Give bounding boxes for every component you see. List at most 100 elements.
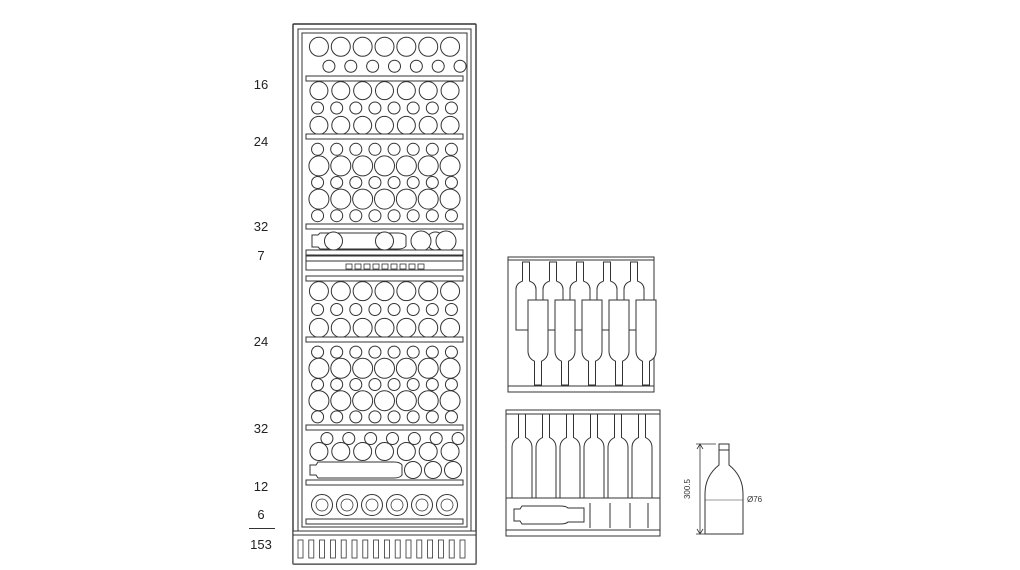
- bottle-end-circle: [368, 410, 382, 424]
- bottle-end-circle: [425, 209, 439, 223]
- side-view-upper-zone: [507, 256, 657, 393]
- bottle-end-circle: [309, 81, 329, 101]
- bottle-end-circle: [330, 410, 344, 424]
- bottle-end-circle: [311, 345, 325, 359]
- bottle-end-circle: [352, 317, 373, 338]
- bottle-end-circle: [368, 101, 382, 115]
- bottle-end-circle: [440, 81, 460, 101]
- shelf-count-label: 7: [257, 248, 265, 263]
- grille-slot: [351, 539, 358, 559]
- ventilation-grille: [297, 539, 466, 559]
- bottle-end-circle: [387, 345, 401, 359]
- bottle-end-circle: [406, 345, 420, 359]
- bottle-end-circle: [368, 378, 382, 391]
- bottle-end-circle: [308, 155, 330, 177]
- bottle-end-circle: [444, 209, 458, 223]
- bottle-end-circle: [311, 101, 325, 115]
- bottle-end-circle: [440, 442, 460, 461]
- bottle-end-circle: [396, 81, 416, 101]
- bottle-end-circle: [374, 188, 395, 210]
- bottle-dimension-drawing: [696, 443, 744, 535]
- lying-bottle: [309, 461, 403, 479]
- bottle-end-circle: [396, 442, 416, 461]
- bottle-end-circle: [374, 390, 395, 412]
- control-button-icon: [417, 263, 425, 270]
- bottle-end-circle: [311, 494, 333, 516]
- bottle-end-circle: [411, 494, 433, 516]
- bottle-end-circle: [429, 432, 443, 445]
- bottle-end-circle: [353, 442, 373, 461]
- bottle-end-circle: [308, 357, 330, 379]
- bottle-end-circle: [308, 36, 329, 57]
- bottle-end-circle: [368, 345, 382, 359]
- bottle-end-circle: [440, 115, 460, 135]
- bottle-end-circle: [375, 231, 394, 251]
- bottle-end-circle: [375, 442, 394, 461]
- bottle-end-circle: [330, 345, 344, 359]
- grille-slot: [373, 539, 380, 559]
- bottle-end-circle: [368, 142, 382, 156]
- bottle-icon: [554, 299, 576, 386]
- bottle-end-circle: [330, 155, 352, 177]
- bottle-end-circle: [425, 101, 439, 115]
- bottle-end-circle: [425, 303, 439, 316]
- bottle-end-circle: [439, 357, 461, 379]
- bottle-end-circle: [418, 442, 438, 461]
- bottle-end-circle: [374, 317, 395, 338]
- bottle-end-circle: [352, 357, 374, 379]
- bottle-end-circle: [406, 303, 420, 316]
- bottle-end-circle: [340, 498, 354, 512]
- bottle-end-circle: [387, 303, 401, 316]
- grille-slot: [437, 539, 444, 559]
- grille-slot: [427, 539, 434, 559]
- shelf-rail: [305, 75, 464, 82]
- bottle-end-circle: [418, 81, 438, 101]
- bottle-end-circle: [410, 230, 432, 252]
- bottle-end-circle: [388, 59, 401, 73]
- bottle-icon: [511, 413, 533, 499]
- bottle-end-circle: [315, 498, 329, 512]
- grille-slot: [329, 539, 336, 559]
- total-capacity-label: 153: [250, 537, 272, 552]
- shelf-rail: [305, 133, 464, 140]
- bottle-end-circle: [406, 142, 420, 156]
- bottle-end-circle: [417, 357, 439, 379]
- bottle-end-circle: [444, 303, 458, 316]
- bottle-end-circle: [407, 432, 421, 445]
- bottle-end-circle: [349, 303, 363, 316]
- bottle-end-circle: [330, 378, 344, 391]
- bottle-end-circle: [336, 494, 358, 516]
- bottle-end-circle: [352, 188, 374, 210]
- bottle-end-circle: [330, 390, 352, 412]
- shelf-rail: [305, 424, 464, 431]
- bottle-icon: [635, 299, 657, 386]
- control-button-icon: [372, 263, 380, 270]
- bottle-diameter-label: Ø76: [747, 495, 763, 504]
- grille-slot: [459, 539, 466, 559]
- bottle-end-circle: [311, 378, 325, 391]
- bottle-end-circle: [425, 410, 439, 424]
- bottle-end-circle: [324, 231, 343, 251]
- bottle-end-circle: [425, 378, 439, 391]
- bottle-end-circle: [330, 303, 344, 316]
- bottle-end-circle: [396, 281, 417, 302]
- bottle-icon: [527, 299, 549, 386]
- grille-slot: [394, 539, 401, 559]
- bottle-end-circle: [330, 36, 351, 57]
- bottle-end-circle: [406, 176, 420, 189]
- shelf-count-label: 32: [253, 421, 269, 436]
- bottle-end-circle: [374, 281, 395, 302]
- shelf-layout: [305, 36, 467, 525]
- bottle-icon: [583, 413, 605, 499]
- bottle-height-label: 300.5: [683, 478, 692, 499]
- bottle-end-circle: [440, 317, 461, 338]
- bottle-end-circle: [435, 230, 457, 252]
- bottle-end-circle: [387, 142, 401, 156]
- bottle-end-circle: [444, 410, 458, 424]
- bottle-icon: [535, 413, 557, 499]
- bottle-end-circle: [387, 101, 401, 115]
- shelf-rail: [305, 223, 464, 230]
- bottle-end-circle: [431, 59, 445, 73]
